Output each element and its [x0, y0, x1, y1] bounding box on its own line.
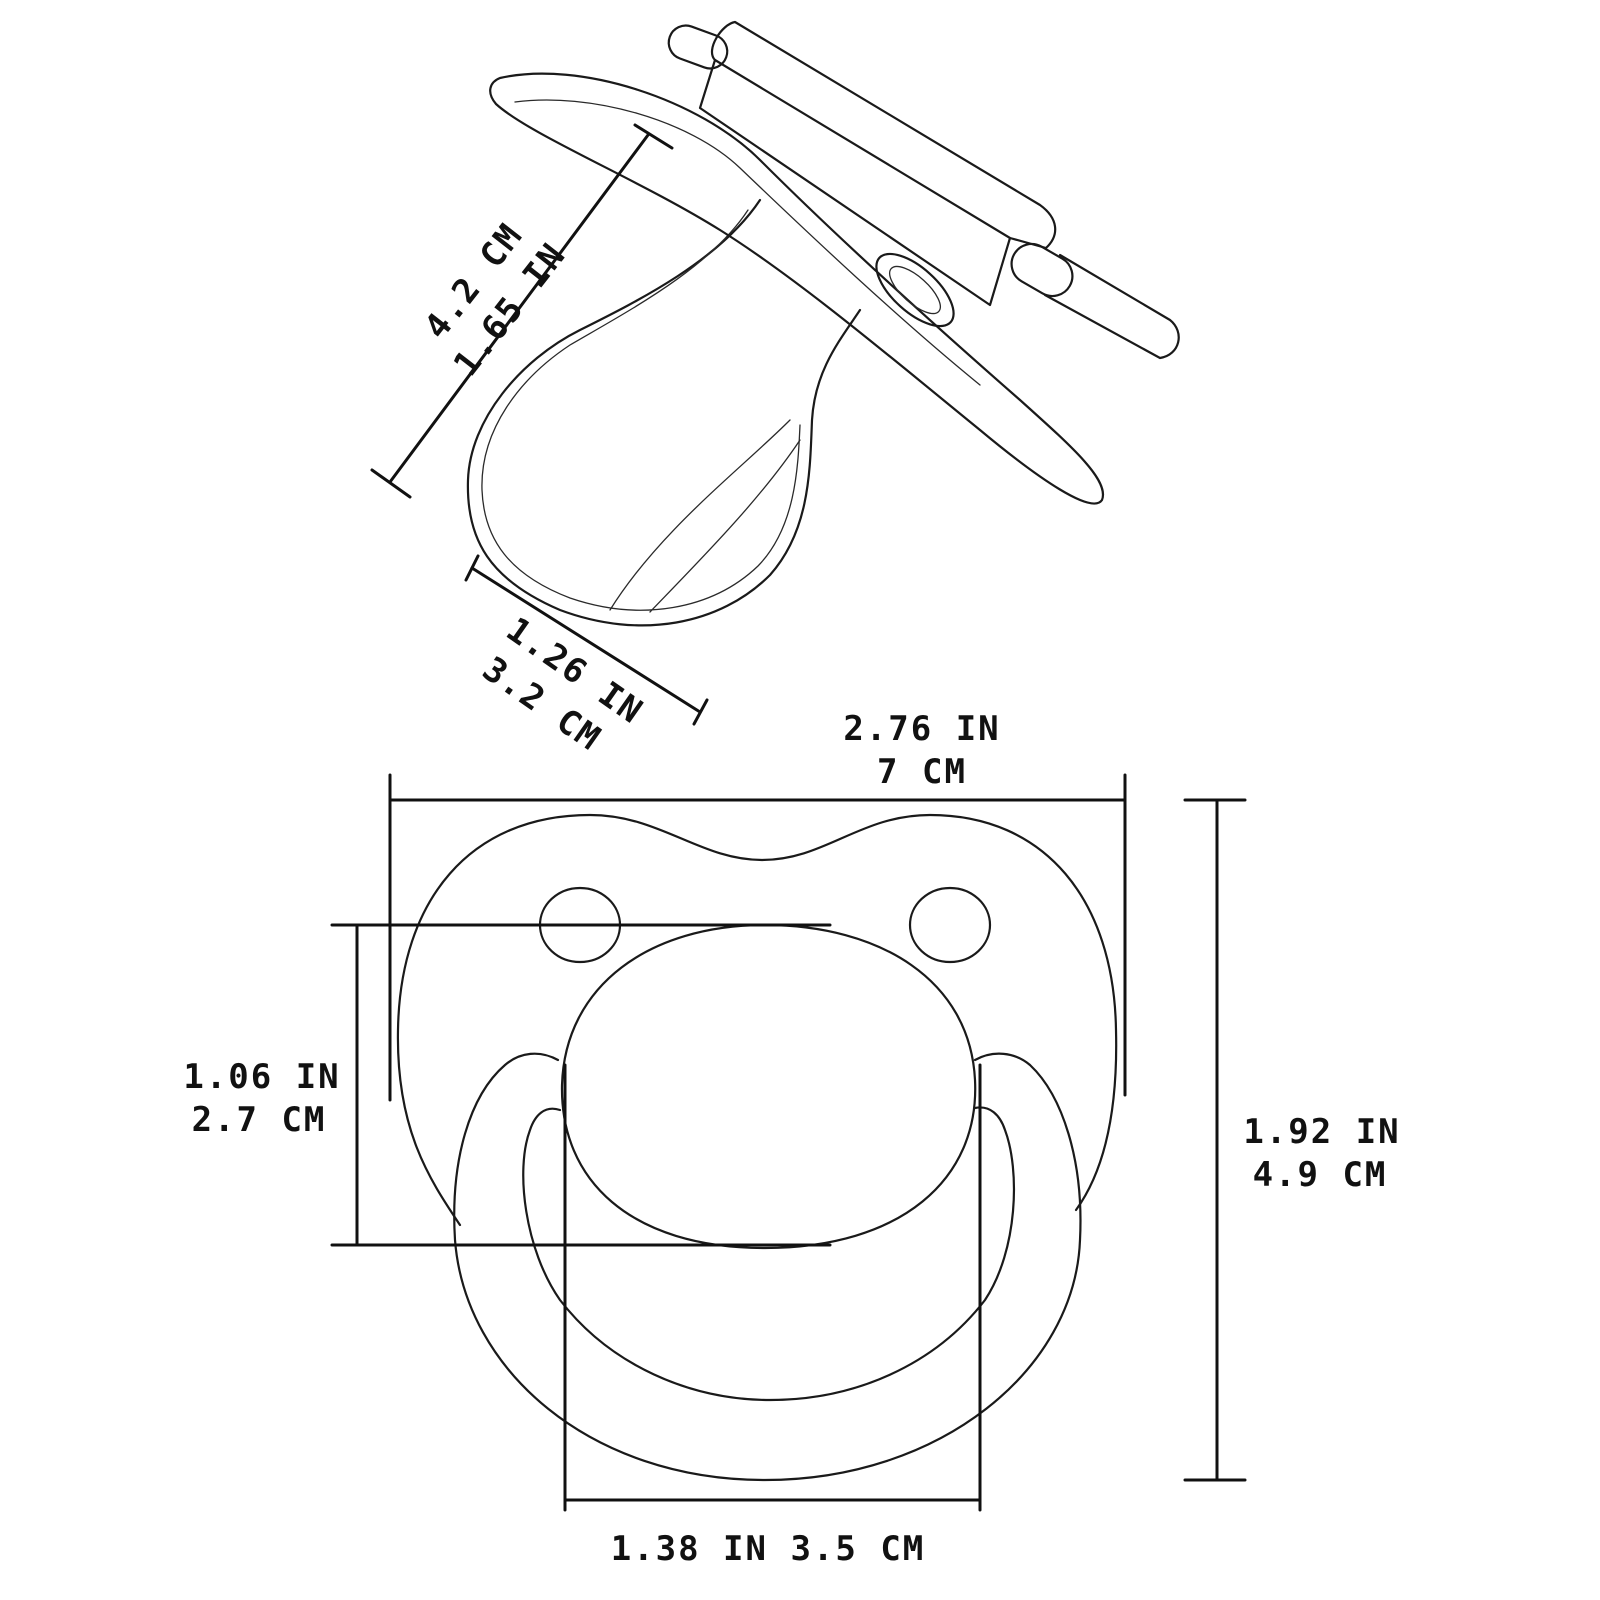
shield-side-inner — [514, 99, 981, 386]
shield-vent-hole-inner — [889, 265, 941, 315]
handle-ring-outer — [453, 1052, 1082, 1482]
label-button-width: 1.38 IN 3.5 CM — [611, 1529, 926, 1569]
handle-pin-top — [667, 24, 729, 70]
nipple-bulb — [466, 198, 862, 627]
dimension-shield-width: 2.76 IN 7 CM — [388, 709, 1127, 1102]
dimension-button-height: 1.06 IN 2.7 CM — [183, 923, 832, 1247]
vent-hole-right — [908, 886, 992, 964]
pacifier-front-view — [396, 813, 1118, 1482]
center-button — [560, 923, 977, 1250]
label-shield-height-cm: 4.9 CM — [1253, 1155, 1388, 1195]
shield-vent-hole — [875, 252, 955, 328]
nipple-bulb-crease-2 — [649, 439, 801, 613]
handle-ring-inner — [522, 1106, 1016, 1402]
shield-front — [396, 813, 1118, 1227]
handle-block-face — [698, 58, 1012, 307]
shield-side — [489, 72, 1105, 505]
label-shield-width-cm: 7 CM — [877, 752, 967, 792]
dimension-nipple-width: 1.26 IN 3.2 CM — [464, 554, 709, 759]
handle-arm — [1043, 253, 1180, 360]
label-button-height-in: 1.06 IN — [183, 1057, 340, 1097]
label-button-height-cm: 2.7 CM — [192, 1100, 327, 1140]
nipple-bulb-crease — [609, 419, 791, 611]
pacifier-side-view — [466, 20, 1180, 627]
handle-block — [710, 20, 1057, 250]
dimension-button-width: 1.38 IN 3.5 CM — [563, 1063, 982, 1569]
handle-pin-bottom — [1010, 242, 1074, 298]
dimension-shield-height: 1.92 IN 4.9 CM — [1183, 798, 1400, 1482]
nipple-bulb-inner — [481, 209, 801, 611]
label-shield-width-in: 2.76 IN — [843, 709, 1000, 749]
label-shield-height-in: 1.92 IN — [1243, 1112, 1400, 1152]
